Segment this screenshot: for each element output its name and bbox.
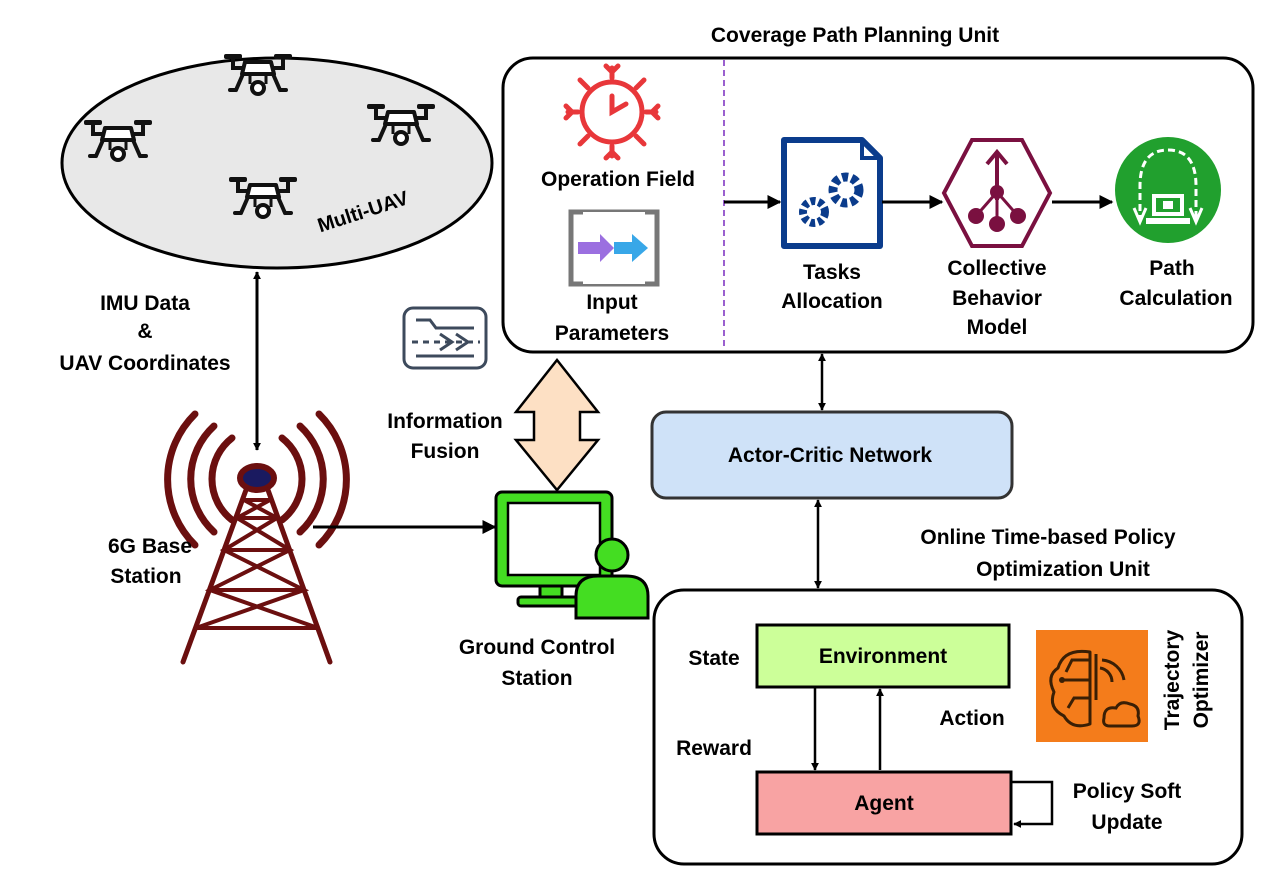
ground-control-label-line2: Station bbox=[501, 667, 572, 690]
trajectory-optimizer-icon bbox=[1036, 630, 1148, 742]
path-calculation-label-line2: Calculation bbox=[1119, 287, 1232, 310]
policy-soft-update-label-line1: Policy Soft bbox=[1073, 780, 1182, 803]
base-station-label-line1: 6G Base bbox=[108, 535, 192, 558]
multi-uav-group: Multi-UAV bbox=[60, 52, 494, 270]
information-fusion-arrow bbox=[513, 357, 601, 492]
environment-label: Environment bbox=[819, 645, 947, 668]
trajectory-optimizer-label-line1: Trajectory bbox=[1161, 629, 1184, 730]
multi-uav-ellipse bbox=[60, 56, 494, 270]
policy-soft-update-label-line2: Update bbox=[1091, 811, 1162, 834]
operation-field-label: Operation Field bbox=[541, 168, 695, 191]
base-station-tower-icon bbox=[164, 410, 350, 665]
policy-unit-title-line2: Optimization Unit bbox=[976, 558, 1150, 581]
imu-ampersand-label: & bbox=[137, 320, 152, 343]
collective-behavior-icon bbox=[941, 138, 1053, 248]
agent-box bbox=[755, 770, 1013, 836]
information-fusion-label-line2: Fusion bbox=[411, 440, 480, 463]
reward-label: Reward bbox=[676, 737, 752, 760]
path-calculation-label-line1: Path bbox=[1149, 257, 1195, 280]
agent-label: Agent bbox=[854, 792, 914, 815]
coverage-unit-box bbox=[501, 56, 1255, 354]
coverage-unit-title: Coverage Path Planning Unit bbox=[711, 24, 999, 47]
input-parameters-label-line1: Input bbox=[586, 291, 637, 314]
imu-data-label: IMU Data bbox=[100, 292, 190, 315]
collective-behavior-label-line2: Behavior bbox=[952, 287, 1042, 310]
environment-box bbox=[755, 623, 1011, 689]
collective-behavior-label-line1: Collective bbox=[947, 257, 1046, 280]
tasks-allocation-label-line1: Tasks bbox=[803, 261, 861, 284]
actor-critic-label: Actor-Critic Network bbox=[728, 444, 933, 467]
tasks-allocation-icon bbox=[781, 137, 883, 249]
uav-coordinates-label: UAV Coordinates bbox=[59, 352, 230, 375]
trajectory-optimizer-label-line2: Optimizer bbox=[1190, 632, 1213, 729]
path-calculation-icon bbox=[1115, 137, 1221, 243]
policy-unit-title-line1: Online Time-based Policy bbox=[920, 526, 1176, 549]
action-label: Action bbox=[939, 707, 1004, 730]
operation-field-icon bbox=[563, 63, 661, 161]
input-parameters-icon bbox=[568, 209, 660, 287]
ground-control-station-icon bbox=[494, 490, 650, 620]
information-fusion-label-line1: Information bbox=[387, 410, 503, 433]
information-fusion-icon bbox=[402, 306, 488, 370]
policy-unit-box bbox=[652, 588, 1244, 866]
collective-behavior-label-line3: Model bbox=[967, 316, 1028, 339]
policy-soft-update-loop-arrow bbox=[1011, 780, 1054, 828]
input-parameters-label-line2: Parameters bbox=[555, 322, 669, 345]
tasks-allocation-label-line2: Allocation bbox=[781, 290, 883, 313]
ground-control-label-line1: Ground Control bbox=[459, 636, 615, 659]
actor-critic-box bbox=[650, 410, 1014, 500]
base-station-label-line2: Station bbox=[110, 565, 181, 588]
state-label: State bbox=[688, 647, 739, 670]
